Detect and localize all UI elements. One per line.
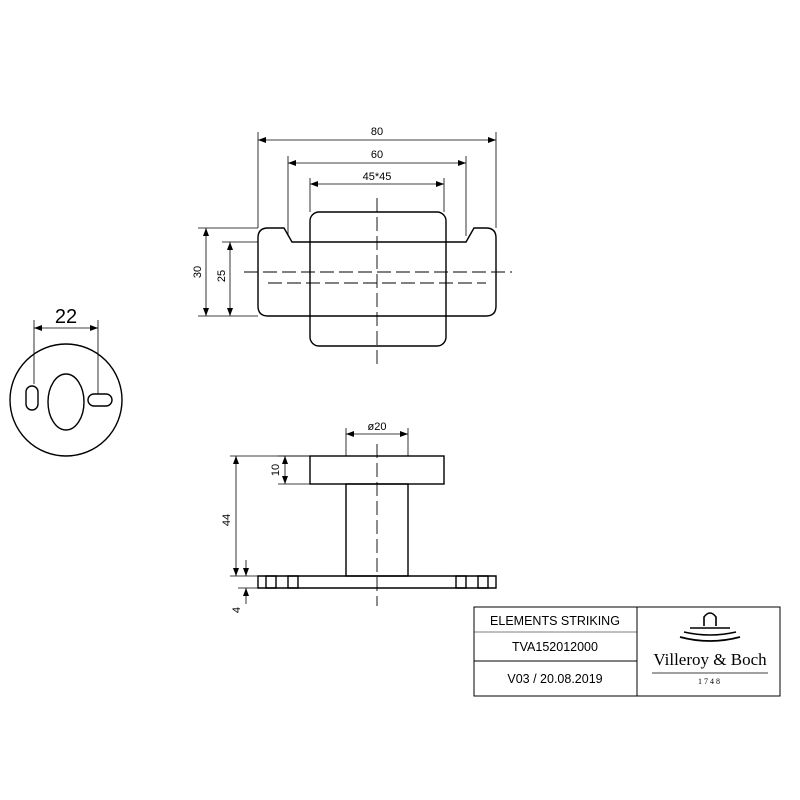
- dim-10-label: 10: [270, 464, 282, 476]
- title-block: ELEMENTS STRIKING TVA152012000 V03 / 20.…: [473, 606, 781, 697]
- dim-45-label: 45*45: [363, 171, 392, 183]
- dim-30-label: 30: [192, 266, 204, 278]
- left-screw-slot: [25, 385, 39, 411]
- dim-60-label: 60: [371, 149, 383, 161]
- top-view: 80 60 45*45 30 25: [192, 126, 512, 368]
- article-number: TVA152012000: [512, 640, 598, 654]
- plate-tab-right-2: [477, 575, 489, 589]
- side-view: ø20 10 44 4: [221, 421, 497, 613]
- base-plate-circle: [9, 343, 123, 457]
- plate-tab-left-2: [287, 575, 299, 589]
- brand-year: 1748: [698, 677, 722, 686]
- main-body-outline: [257, 227, 497, 317]
- dim-80-label: 80: [371, 126, 383, 138]
- brand-name: Villeroy & Boch: [653, 650, 767, 669]
- base-plate-outline: [257, 575, 497, 589]
- dim-22-label: 22: [55, 306, 77, 328]
- base-plate-view: 22: [9, 306, 123, 457]
- center-slot: [47, 373, 85, 431]
- right-screw-slot: [87, 393, 113, 407]
- product-name: ELEMENTS STRIKING: [490, 614, 620, 628]
- dim-4-label: 4: [231, 607, 243, 613]
- dim-d20-label: ø20: [368, 421, 387, 433]
- plate-tab-right: [455, 575, 467, 589]
- title-block-frame: [473, 606, 781, 697]
- version-date: V03 / 20.08.2019: [507, 672, 602, 686]
- villeroy-boch-logo-icon: [679, 612, 741, 642]
- plate-tab-left: [265, 575, 277, 589]
- dim-44-label: 44: [221, 514, 233, 526]
- dim-25-label: 25: [216, 270, 228, 282]
- inner-block-outline: [309, 211, 447, 347]
